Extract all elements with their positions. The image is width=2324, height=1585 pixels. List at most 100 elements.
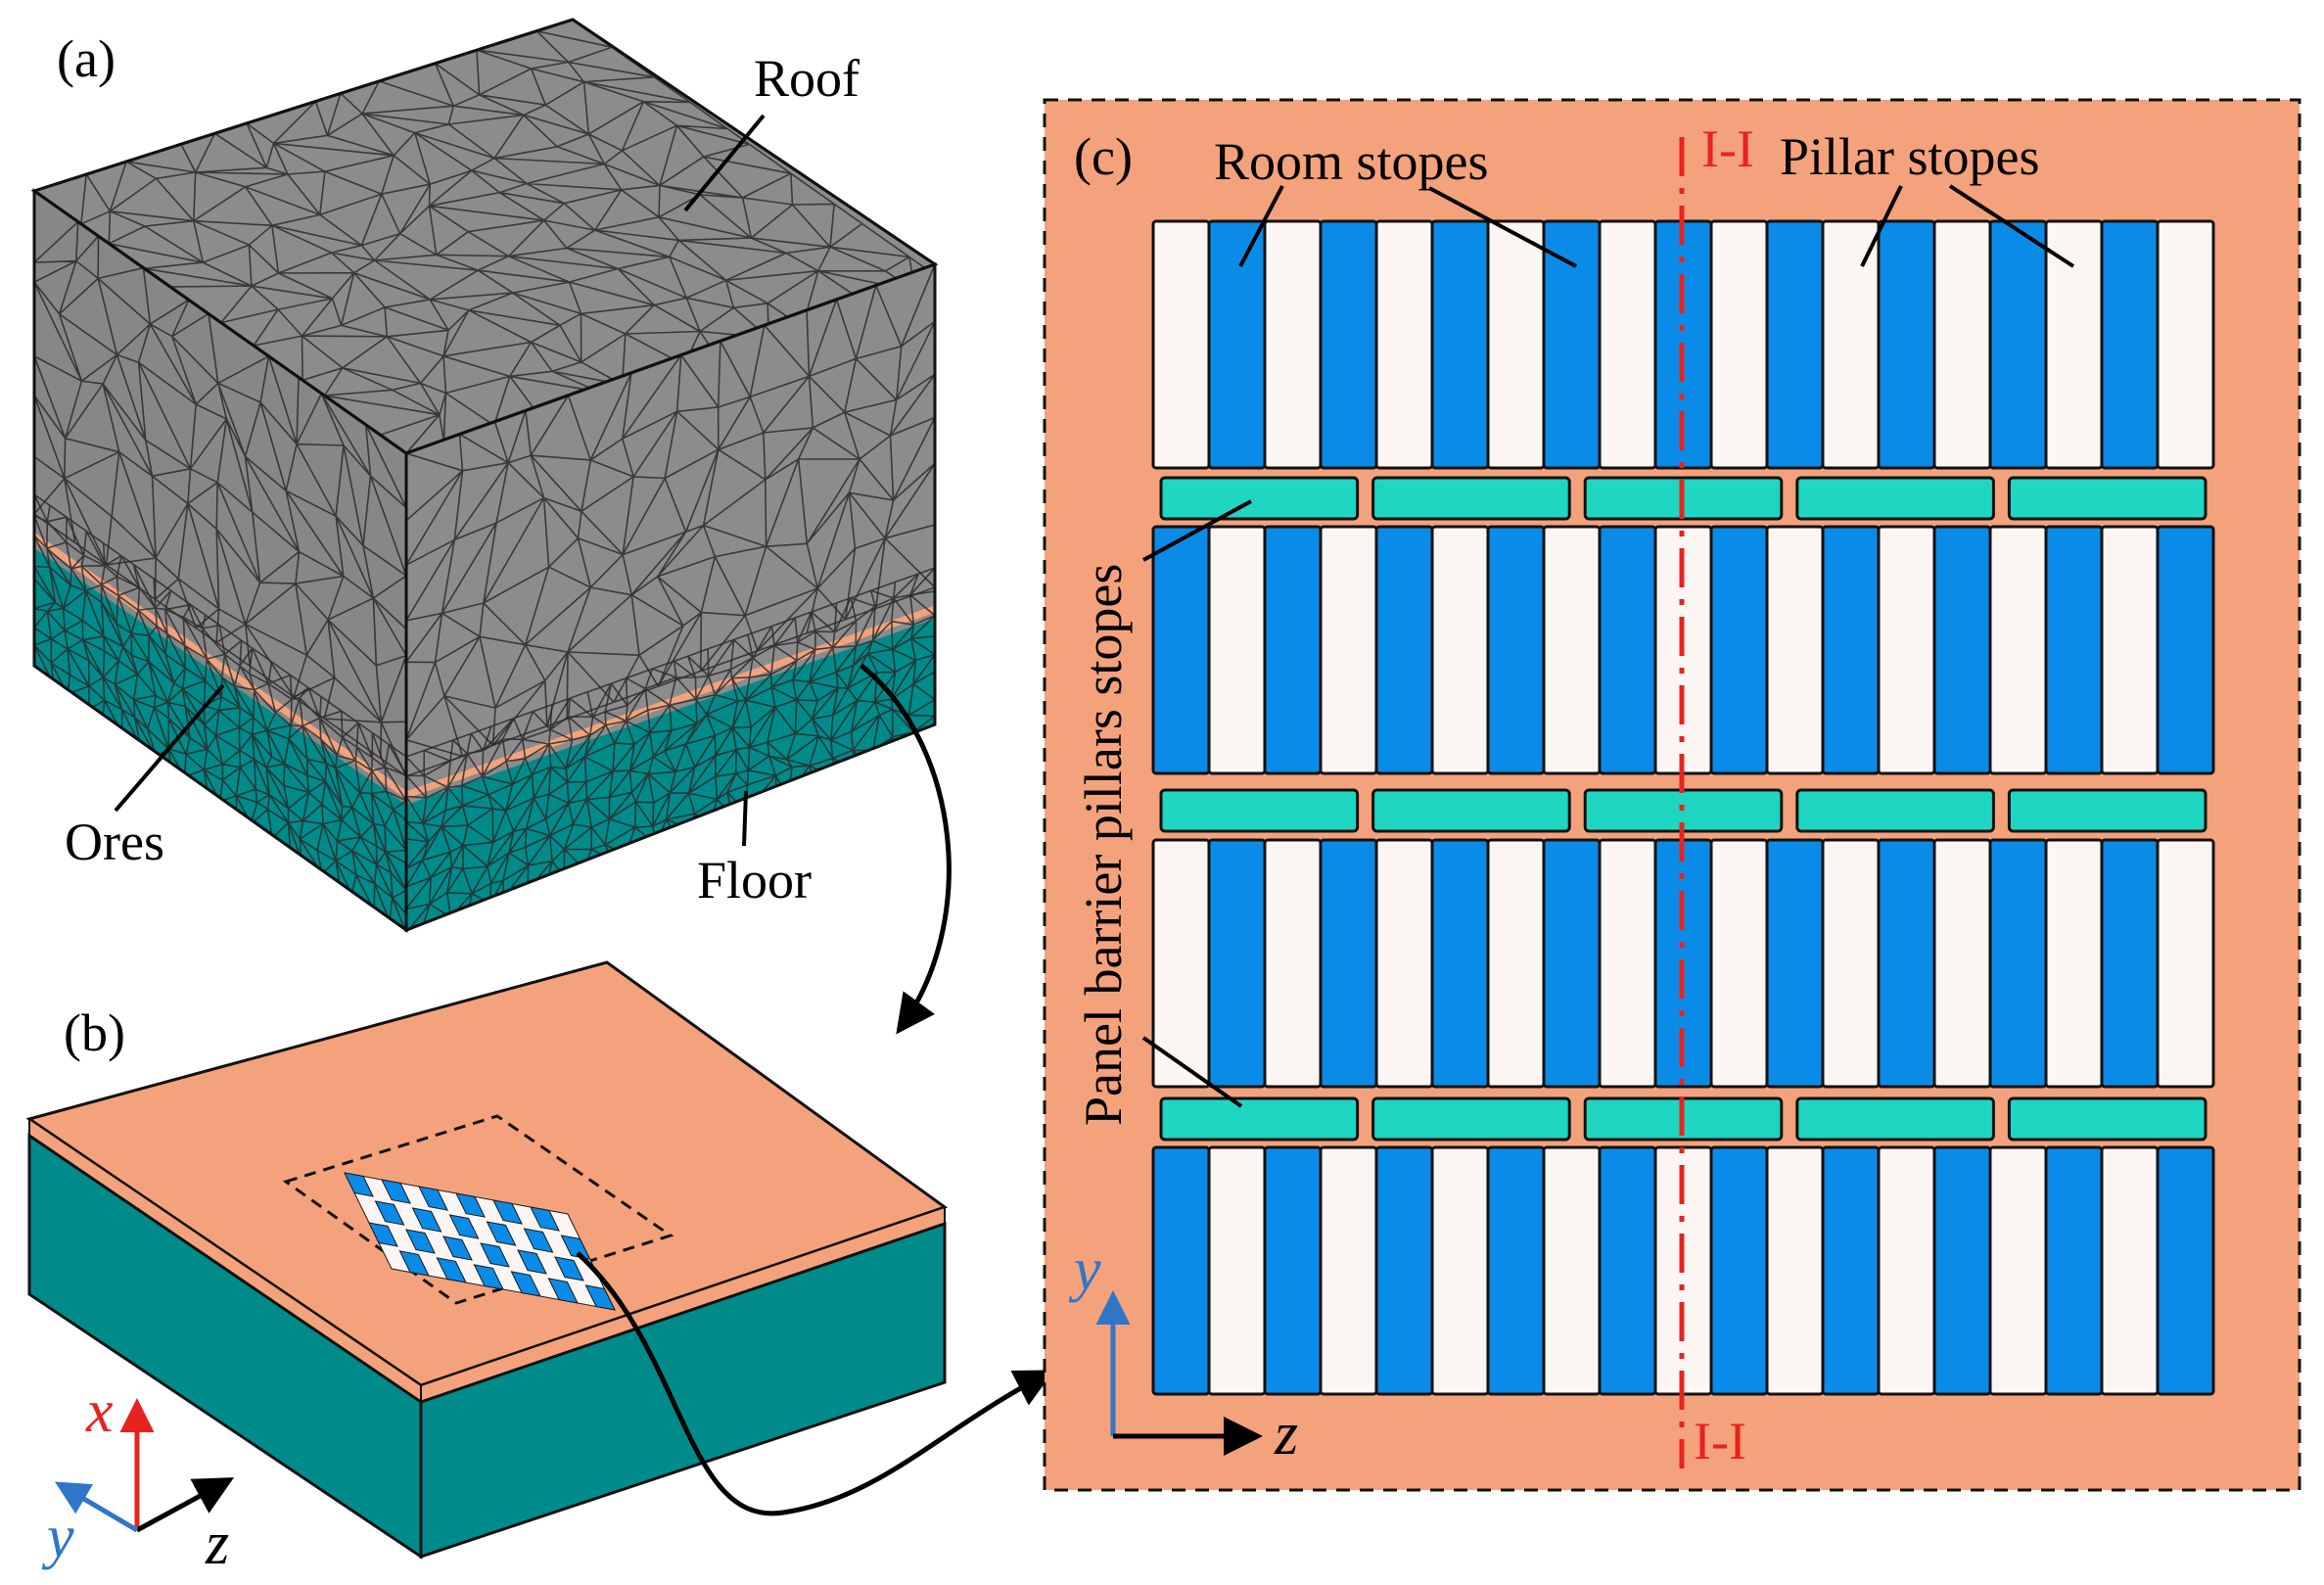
slab-stope <box>374 1200 405 1226</box>
slab-stope <box>584 1284 616 1311</box>
barrier-leader-1 <box>1142 499 1252 562</box>
room-stope <box>2100 838 2160 1089</box>
slab-stope <box>492 1199 523 1225</box>
room-stope <box>1598 525 1657 775</box>
room-stope <box>1877 838 1936 1089</box>
slab-stope <box>554 1256 584 1282</box>
pillar-stope <box>1207 1145 1267 1396</box>
room-stope <box>1151 1145 1211 1396</box>
panel-c-label: (c) <box>1074 127 1133 186</box>
y-axis-arrow <box>54 1481 139 1533</box>
pillar-stope <box>1374 219 1434 470</box>
slab-stope <box>517 1249 547 1275</box>
room-stope <box>1988 838 2048 1089</box>
pillar-stope <box>2100 525 2160 775</box>
slab-model <box>25 960 949 1560</box>
room-stope <box>1263 525 1323 775</box>
pillar-stope <box>2044 219 2104 470</box>
stope-layout <box>1043 98 2301 1492</box>
slab-stope <box>418 1186 448 1211</box>
coordinate-axes-b: x y z <box>41 1378 235 1577</box>
pillar-stopes-label: Pillar stopes <box>1780 127 2040 186</box>
room-stope <box>2156 525 2215 775</box>
slab-stope <box>368 1222 398 1247</box>
pillar-stope <box>1319 525 1378 775</box>
pillar-stope <box>1877 525 1936 775</box>
slab-stope <box>442 1235 473 1261</box>
slab-stope <box>398 1250 430 1277</box>
ores-label: Ores <box>65 813 164 871</box>
barrier-label: Panel barrier pillars stopes <box>1074 564 1133 1126</box>
leader-arrow-b-to-c <box>576 1251 1055 1516</box>
room-stope <box>1765 219 1825 470</box>
room-stope <box>1207 219 1267 470</box>
pillar-stope <box>2100 1145 2160 1396</box>
pillar-stope <box>1821 219 1881 470</box>
pillar-stope <box>1932 219 1992 470</box>
slab-stope-miniature <box>344 1172 616 1311</box>
barrier-pillar-stope <box>1159 788 1360 833</box>
roof-leader <box>683 114 766 212</box>
slab-stope <box>547 1278 579 1304</box>
slab-stope <box>530 1206 560 1232</box>
y-axis-label: y <box>41 1504 74 1570</box>
room-stope <box>1821 525 1881 775</box>
slab-stope <box>510 1271 541 1297</box>
room-stope <box>1486 525 1546 775</box>
pillar-stope <box>1430 1145 1490 1396</box>
room-stope <box>1932 1145 1992 1396</box>
barrier-pillar-stope <box>1159 1096 1360 1142</box>
slab-stope <box>448 1214 480 1239</box>
z-axis-arrow <box>135 1477 235 1533</box>
slab-stope <box>405 1229 436 1254</box>
mesh-block <box>30 18 939 933</box>
room-stope <box>1877 219 1936 470</box>
panel-a-label: (a) <box>57 29 116 88</box>
barrier-leader-2 <box>1141 1036 1243 1108</box>
barrier-pillar-stope <box>1159 476 1360 521</box>
barrier-pillar-stope <box>2007 476 2208 521</box>
slab-stope <box>480 1242 510 1268</box>
pillar-stope <box>1151 219 1211 470</box>
roof-label: Roof <box>754 49 860 108</box>
room-stope <box>1263 1145 1323 1396</box>
c-y-axis-label: y <box>1068 1236 1101 1303</box>
slab-stope <box>436 1257 467 1283</box>
barrier-pillar-stope <box>1371 788 1571 833</box>
section-label-bottom: I-I <box>1694 1412 1746 1470</box>
pillar-stope <box>1765 525 1825 775</box>
pillar-stope <box>1319 1145 1378 1396</box>
pillar-stope <box>1932 838 1992 1089</box>
room-stope <box>1430 219 1490 470</box>
slab-stope <box>455 1192 486 1218</box>
room-stope <box>1374 525 1434 775</box>
pillar-stope <box>1821 838 1881 1089</box>
pillar-stope <box>1877 1145 1936 1396</box>
room-stope <box>1374 1145 1434 1396</box>
slab-stope <box>560 1235 591 1260</box>
room-stope <box>1598 1145 1657 1396</box>
room-stope <box>1151 525 1211 775</box>
room-stope <box>1430 838 1490 1089</box>
pillar-stope <box>1430 525 1490 775</box>
room-stope <box>1542 219 1602 470</box>
barrier-pillar-stope <box>1371 476 1571 521</box>
pillar-stope <box>1263 838 1323 1089</box>
barrier-pillar-stope <box>1371 1096 1571 1142</box>
pillar-stope <box>1374 838 1434 1089</box>
room-stope <box>1709 525 1769 775</box>
room-stope <box>1765 838 1825 1089</box>
c-z-axis-label: z <box>1274 1401 1298 1468</box>
floor-leader <box>742 790 748 847</box>
pillar-stope <box>2156 838 2215 1089</box>
room-stope <box>2156 1145 2215 1396</box>
slab-stope <box>523 1228 554 1253</box>
room-stope <box>1319 838 1378 1089</box>
pillar-stopes-leader-1 <box>1860 185 1903 267</box>
slab-stope <box>486 1221 517 1246</box>
barrier-pillar-stope <box>2007 1096 2208 1142</box>
room-stope <box>1542 838 1602 1089</box>
panel-b-label: (b) <box>64 1003 125 1062</box>
room-stope <box>1319 219 1378 470</box>
slab-right-face <box>419 1221 947 1560</box>
